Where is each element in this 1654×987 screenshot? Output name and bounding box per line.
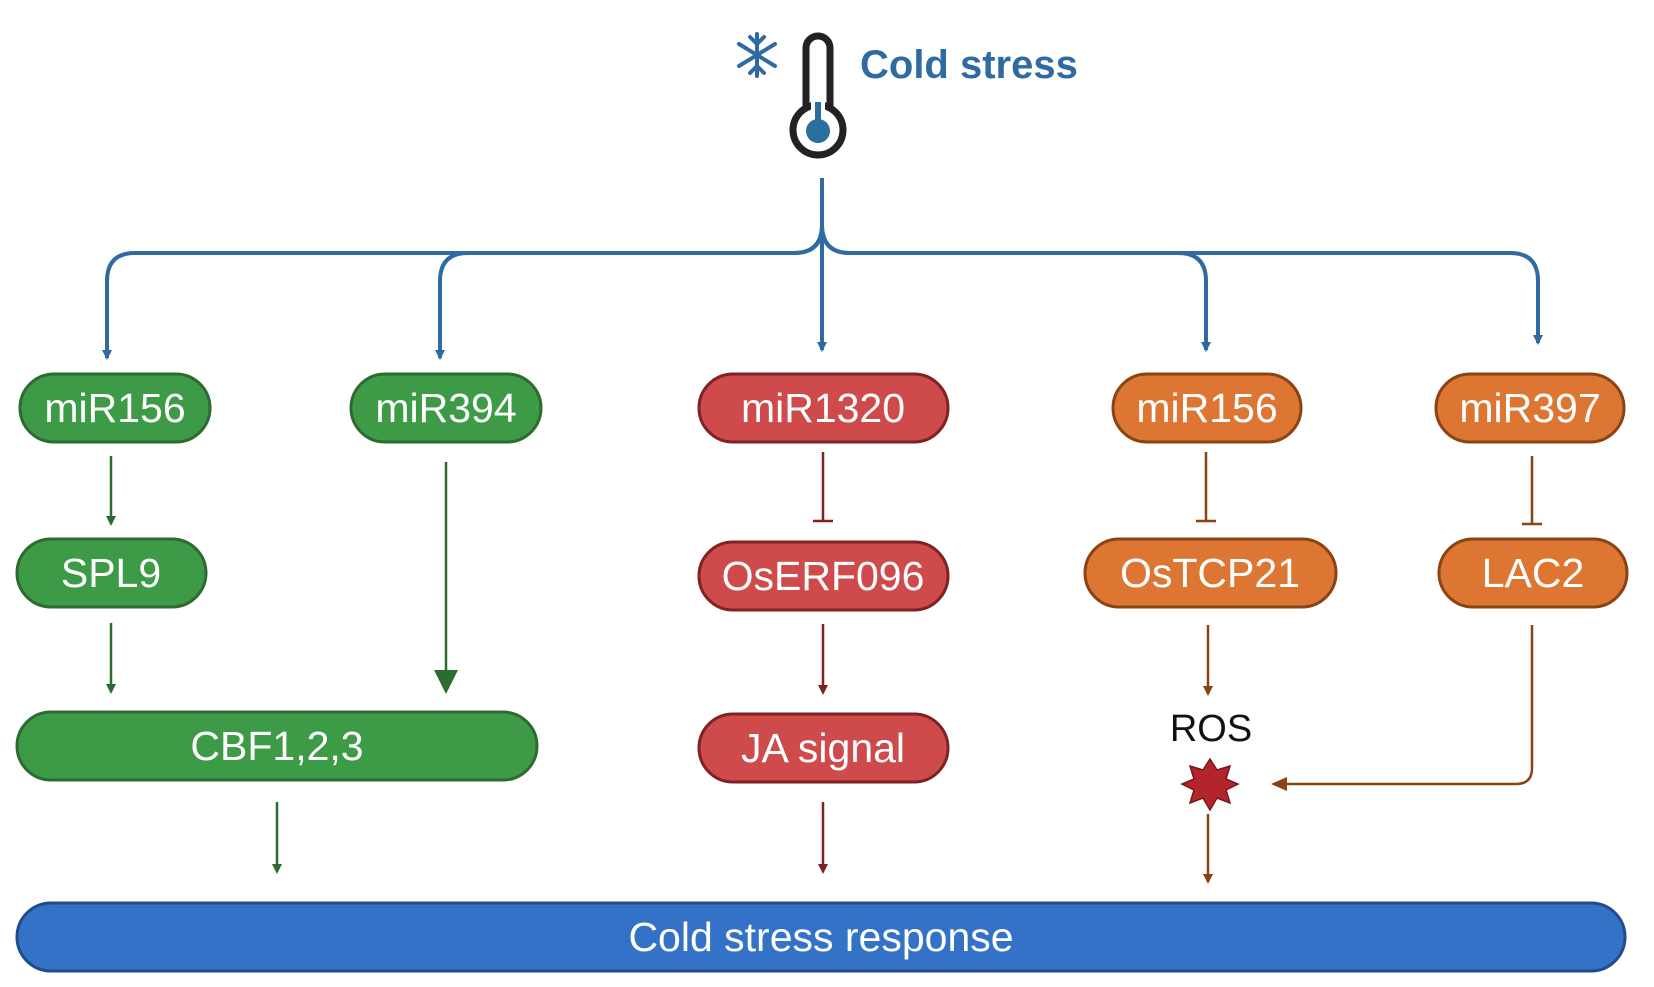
node-mir156-green-label: miR156 bbox=[44, 385, 185, 431]
node-mir394: miR394 bbox=[349, 372, 543, 444]
cold-stress-response-label: Cold stress response bbox=[628, 914, 1013, 960]
node-oserf096-label: OsERF096 bbox=[722, 553, 925, 599]
node-mir1320: miR1320 bbox=[697, 372, 950, 444]
node-cbf-label: CBF1,2,3 bbox=[190, 723, 363, 769]
node-ja-signal-label: JA signal bbox=[741, 725, 905, 771]
node-ja-signal: JA signal bbox=[697, 712, 950, 784]
node-mir156-green: miR156 bbox=[18, 372, 212, 444]
arrow-lac2-to-ros bbox=[1271, 625, 1534, 791]
node-ostcp21-label: OsTCP21 bbox=[1120, 550, 1300, 596]
ros-burst-icon bbox=[1180, 757, 1240, 812]
node-ostcp21: OsTCP21 bbox=[1083, 537, 1338, 609]
cold-stress-response-bar: Cold stress response bbox=[15, 901, 1627, 973]
inhibit-mir397-to-lac2 bbox=[1522, 456, 1542, 526]
node-spl9: SPL9 bbox=[15, 537, 208, 609]
node-mir397-label: miR397 bbox=[1459, 385, 1600, 431]
inhibit-mir1320-to-oserf096 bbox=[813, 452, 833, 523]
node-mir394-label: miR394 bbox=[375, 385, 516, 431]
inhibit-mir156-to-ostcp21 bbox=[1196, 452, 1216, 523]
node-mir156-orange-label: miR156 bbox=[1136, 385, 1277, 431]
node-cbf: CBF1,2,3 bbox=[15, 710, 539, 782]
node-ros-label: ROS bbox=[1170, 708, 1252, 750]
node-mir1320-label: miR1320 bbox=[741, 385, 905, 431]
node-lac2: LAC2 bbox=[1437, 537, 1629, 609]
thermometer-icon bbox=[789, 32, 847, 159]
node-oserf096: OsERF096 bbox=[697, 540, 950, 612]
node-mir156-orange: miR156 bbox=[1111, 372, 1303, 444]
node-spl9-label: SPL9 bbox=[61, 550, 161, 596]
snowflake-icon bbox=[737, 32, 777, 78]
page-title: Cold stress bbox=[860, 43, 1078, 87]
node-lac2-label: LAC2 bbox=[1482, 550, 1585, 596]
node-mir397: miR397 bbox=[1434, 372, 1626, 444]
cold-stress-branches bbox=[102, 178, 1543, 360]
